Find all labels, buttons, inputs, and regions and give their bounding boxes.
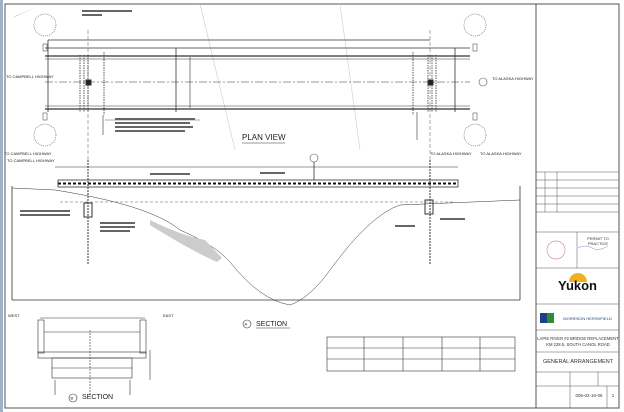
section-b-marker bbox=[68, 393, 78, 403]
to-campbell-label-elev: TO CAMPBELL HIGHWAY bbox=[7, 158, 55, 163]
engineer-seal bbox=[546, 240, 566, 260]
plan-view-title: PLAN VIEW bbox=[242, 133, 286, 142]
section-b-title: SECTION bbox=[82, 394, 113, 401]
north-arrow-icon bbox=[12, 7, 36, 18]
plan-notes bbox=[82, 10, 195, 132]
to-alaska-label-elev: TO ALASKA HIGHWAY bbox=[430, 151, 472, 156]
yukon-sun-logo bbox=[569, 273, 587, 282]
elevation-view bbox=[11, 160, 521, 306]
signature bbox=[577, 245, 609, 250]
drawing-number: 006-02-10-06 bbox=[575, 393, 603, 398]
section-a-marker-label: A bbox=[245, 322, 248, 327]
to-campbell-label-bottom: TO CAMPBELL HIGHWAY bbox=[4, 151, 52, 156]
yukon-logo-text: Yukon bbox=[557, 278, 597, 293]
consultant-logo-text: MORRISON HERSHFIELD bbox=[563, 316, 612, 321]
to-alaska-label-bottom: TO ALASKA HIGHWAY bbox=[480, 151, 522, 156]
road-edge-line bbox=[199, 3, 236, 151]
title-block-lines bbox=[536, 171, 619, 408]
east-label: EAST bbox=[163, 313, 174, 318]
section-a-marker bbox=[242, 319, 252, 329]
project-title-line2: KM 228.5, SOUTH CANOL ROAD bbox=[546, 342, 610, 347]
drawing-title: GENERAL ARRANGEMENT bbox=[542, 359, 614, 365]
revision-number: 1 bbox=[611, 393, 615, 398]
viewer-edge bbox=[0, 0, 3, 412]
to-campbell-label-plan: TO CAMPBELL HIGHWAY bbox=[6, 74, 54, 79]
pile-group-circles bbox=[33, 13, 488, 163]
permit-stamp-label: PERMIT TO PRACTICE bbox=[587, 236, 609, 246]
road-edge-line bbox=[339, 3, 361, 151]
project-title-line1: LAPIE RIVER #2 BRIDGE REPLACEMENT bbox=[537, 336, 619, 341]
plan-view bbox=[45, 30, 470, 160]
sheet-border bbox=[4, 3, 620, 409]
cross-section-drawing bbox=[37, 317, 151, 395]
to-alaska-label-plan: TO ALASKA HIGHWAY bbox=[492, 76, 534, 81]
coordinate-table bbox=[326, 336, 516, 372]
elevation-notes bbox=[20, 172, 465, 232]
west-label: WEST bbox=[8, 313, 20, 318]
section-b-marker-label: B bbox=[71, 396, 74, 401]
section-a-title: SECTION bbox=[256, 321, 287, 328]
